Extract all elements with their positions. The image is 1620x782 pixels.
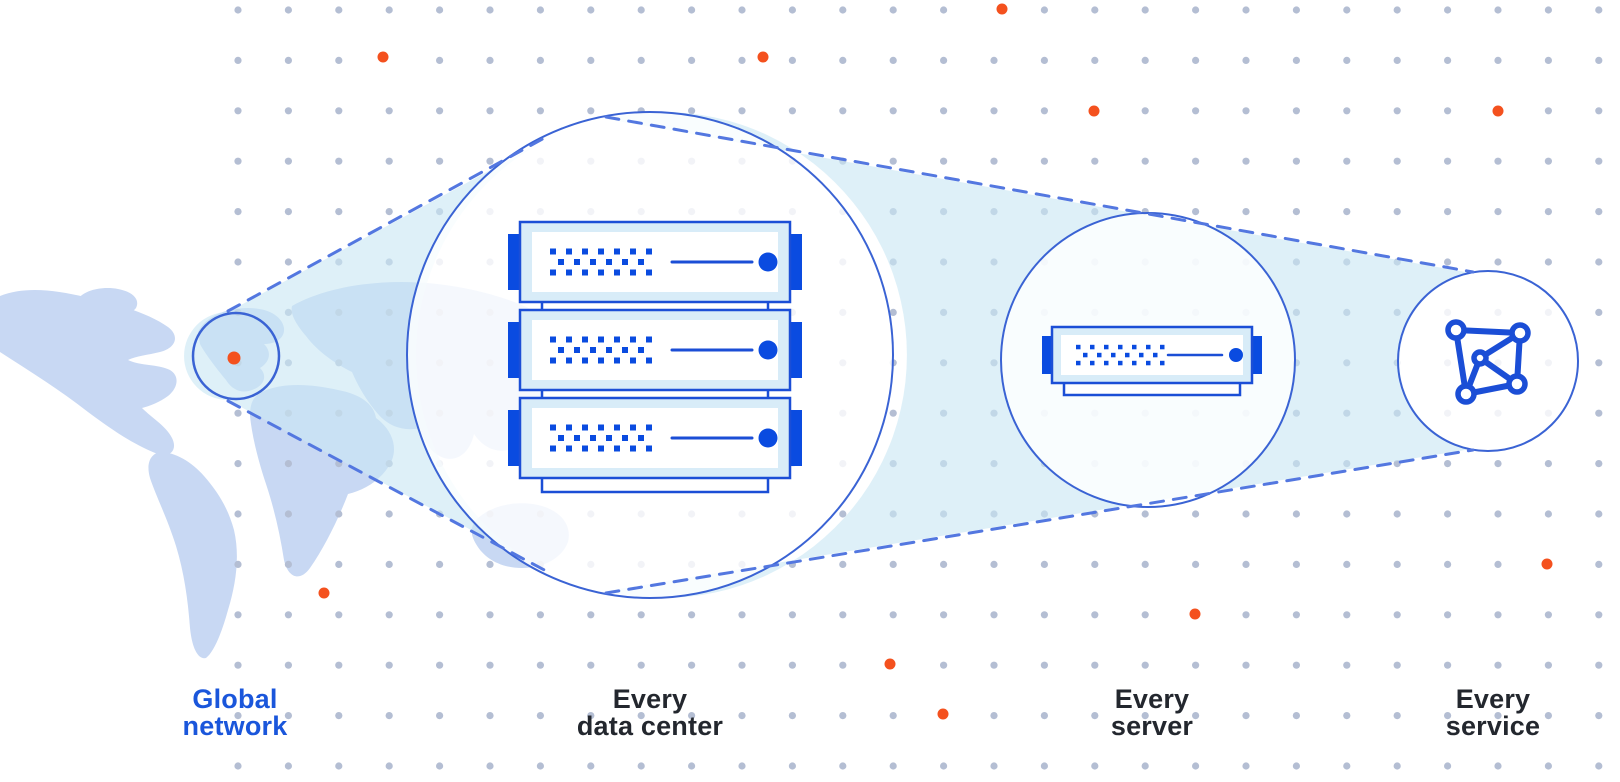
region-highlight-circle	[191, 311, 281, 401]
label-every-service: Every service	[1445, 684, 1541, 741]
guide-line-bottom-left	[226, 399, 550, 574]
zoom-beam-left	[184, 141, 544, 569]
server-rack-stack-icon	[508, 220, 802, 494]
server-icon	[1042, 325, 1262, 397]
network-mesh-icon	[1445, 319, 1531, 405]
label-every-server: Every server	[1110, 684, 1194, 741]
label-every-data-center: Every data center	[576, 684, 724, 741]
guide-line-top-left	[226, 134, 550, 313]
guide-line-bottom-right	[604, 448, 1475, 595]
guide-line-top-right	[604, 115, 1475, 274]
location-dot-icon	[227, 351, 241, 365]
label-global-network: Global network	[182, 684, 288, 741]
zoom-guide-lines	[226, 115, 1475, 595]
